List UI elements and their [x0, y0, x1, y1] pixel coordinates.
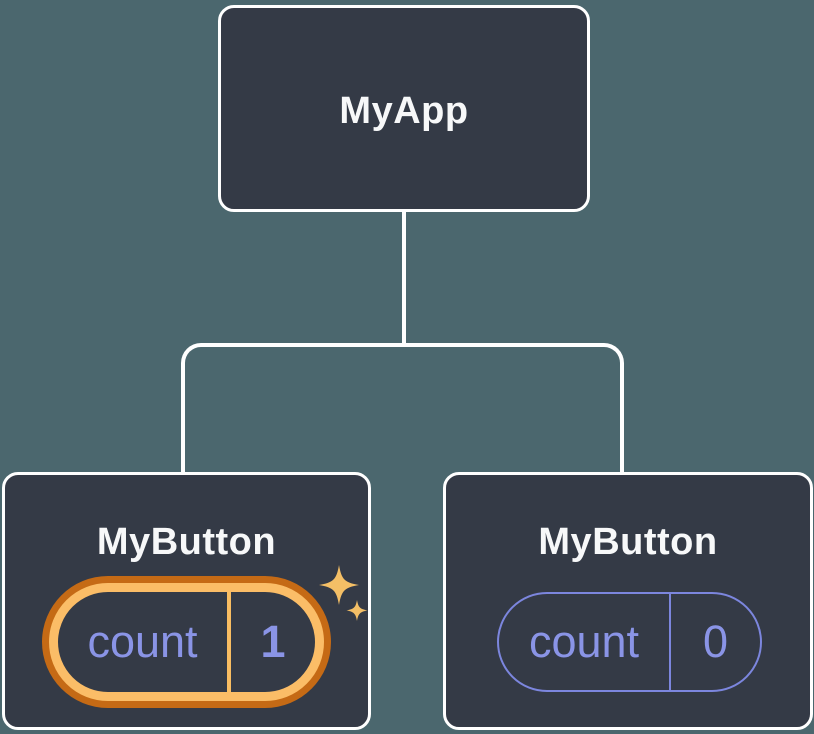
node-label: MyApp	[339, 90, 469, 132]
tree-node-child-left: MyButton count 1	[2, 472, 371, 730]
tree-node-child-right: MyButton count 0	[443, 472, 813, 730]
state-name: count	[58, 592, 231, 692]
sparkles-icon	[319, 565, 368, 621]
state-value: 1	[260, 616, 286, 667]
connector-root-stem	[402, 210, 406, 347]
node-label: MyButton	[538, 521, 718, 563]
tree-node-root: MyApp	[218, 5, 590, 212]
state-pill-default: count 0	[497, 592, 762, 692]
node-label: MyButton	[96, 521, 277, 563]
state-value: 0	[702, 616, 729, 667]
connector-branch-bracket	[181, 343, 624, 472]
state-pill-highlighted: count 1	[49, 583, 324, 701]
state-name: count	[499, 594, 671, 690]
